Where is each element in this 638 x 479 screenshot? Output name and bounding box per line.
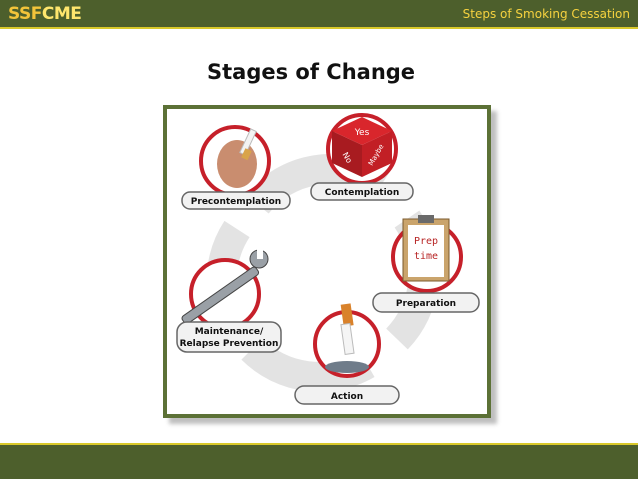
- relapse-prevention-label: Relapse Prevention: [180, 339, 279, 349]
- action-stage[interactable]: Action: [294, 303, 400, 405]
- preparation-stage[interactable]: Prep time Preparation: [372, 215, 480, 313]
- clipboard-time-text: time: [414, 251, 438, 262]
- header-title: Steps of Smoking Cessation: [462, 7, 630, 21]
- cycle-graphic: Precontemplation Yes No Maybe Contemplat…: [176, 113, 480, 405]
- clipboard-icon: Prep time: [402, 215, 450, 282]
- footer-bar: [0, 443, 638, 479]
- precontemplation-stage[interactable]: Precontemplation: [181, 125, 291, 210]
- slide-title: Stages of Change: [207, 60, 416, 84]
- dice-yes-text: Yes: [354, 128, 370, 138]
- header-bar: SSFCME Steps of Smoking Cessation: [0, 0, 638, 29]
- stage-pill: [181, 191, 291, 210]
- preparation-label: Preparation: [396, 299, 456, 309]
- stages-of-change-diagram: Precontemplation Yes No Maybe Contemplat…: [163, 105, 491, 418]
- action-label: Action: [331, 392, 363, 402]
- dice-icon: Yes No Maybe: [332, 117, 392, 177]
- clipboard-prep-text: Prep: [414, 236, 438, 247]
- logo-part-cme: CME: [41, 4, 82, 24]
- maintenance-label: Maintenance/: [195, 327, 264, 337]
- stage-pill: [294, 385, 400, 405]
- stage-pill: [176, 321, 282, 353]
- precontemplation-label: Precontemplation: [191, 197, 281, 207]
- stubbed-cigarette-icon: [325, 303, 369, 373]
- logo-part-ssf: SSF: [8, 4, 42, 24]
- stage-pill: [310, 182, 414, 201]
- wrench-icon: [181, 249, 269, 325]
- hand-cigarette-icon: [217, 128, 257, 188]
- stage-pill: [372, 292, 480, 313]
- ssfcme-logo[interactable]: SSFCME: [8, 4, 82, 24]
- contemplation-label: Contemplation: [325, 188, 400, 198]
- contemplation-stage[interactable]: Yes No Maybe Contemplation: [310, 113, 414, 201]
- maintenance-stage[interactable]: Maintenance/ Relapse Prevention: [176, 249, 282, 353]
